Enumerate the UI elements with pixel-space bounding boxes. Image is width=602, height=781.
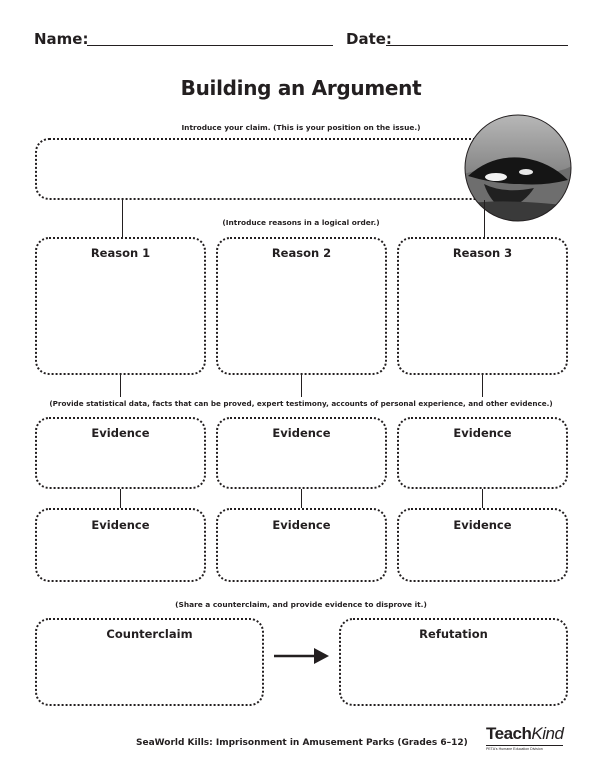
- orca-photo: [464, 114, 572, 222]
- counterclaim-label: Counterclaim: [106, 627, 193, 641]
- counterclaim-box[interactable]: Counterclaim: [35, 618, 264, 706]
- counter-instruction: (Share a counterclaim, and provide evide…: [175, 600, 427, 609]
- refutation-box[interactable]: Refutation: [339, 618, 568, 706]
- evidence-label: Evidence: [272, 518, 331, 532]
- reason-2-label: Reason 2: [271, 246, 332, 260]
- page-title: Building an Argument: [180, 76, 422, 100]
- evidence-label: Evidence: [453, 426, 512, 440]
- evidence-box-3-1[interactable]: Evidence: [397, 417, 568, 489]
- evidence-instruction: (Provide statistical data, facts that ca…: [49, 399, 553, 408]
- evidence-label: Evidence: [91, 518, 150, 532]
- connector-line: [120, 489, 121, 508]
- reason-2-box[interactable]: Reason 2: [216, 237, 387, 375]
- evidence-box-2-2[interactable]: Evidence: [216, 508, 387, 582]
- connector-line: [482, 489, 483, 508]
- evidence-label: Evidence: [272, 426, 331, 440]
- reasons-instruction: (Introduce reasons in a logical order.): [222, 218, 380, 227]
- footer-text: SeaWorld Kills: Imprisonment in Amusemen…: [136, 738, 468, 748]
- right-arrow-icon: [274, 648, 329, 664]
- name-label: Name:: [34, 30, 89, 48]
- connector-line: [122, 200, 123, 238]
- evidence-label: Evidence: [453, 518, 512, 532]
- evidence-box-3-2[interactable]: Evidence: [397, 508, 568, 582]
- evidence-box-1-2[interactable]: Evidence: [35, 508, 206, 582]
- reason-1-label: Reason 1: [90, 246, 151, 260]
- connector-line: [482, 375, 483, 397]
- teachkind-logo: TeachKind PETA's Humane Education Divisi…: [486, 724, 564, 751]
- connector-line: [484, 200, 485, 238]
- connector-line: [301, 375, 302, 397]
- evidence-label: Evidence: [91, 426, 150, 440]
- reason-3-box[interactable]: Reason 3: [397, 237, 568, 375]
- evidence-box-1-1[interactable]: Evidence: [35, 417, 206, 489]
- evidence-box-2-1[interactable]: Evidence: [216, 417, 387, 489]
- connector-line: [120, 375, 121, 397]
- logo-tagline: PETA's Humane Education Division: [486, 745, 564, 751]
- date-label: Date:: [346, 30, 392, 48]
- refutation-label: Refutation: [419, 627, 488, 641]
- date-line: [386, 45, 568, 46]
- logo-teach: Teach: [486, 724, 532, 743]
- claim-instruction: Introduce your claim. (This is your posi…: [181, 123, 421, 132]
- reason-3-label: Reason 3: [452, 246, 513, 260]
- reason-1-box[interactable]: Reason 1: [35, 237, 206, 375]
- claim-box[interactable]: [35, 138, 497, 200]
- connector-line: [301, 489, 302, 508]
- name-line: [87, 45, 333, 46]
- logo-kind: Kind: [531, 724, 564, 743]
